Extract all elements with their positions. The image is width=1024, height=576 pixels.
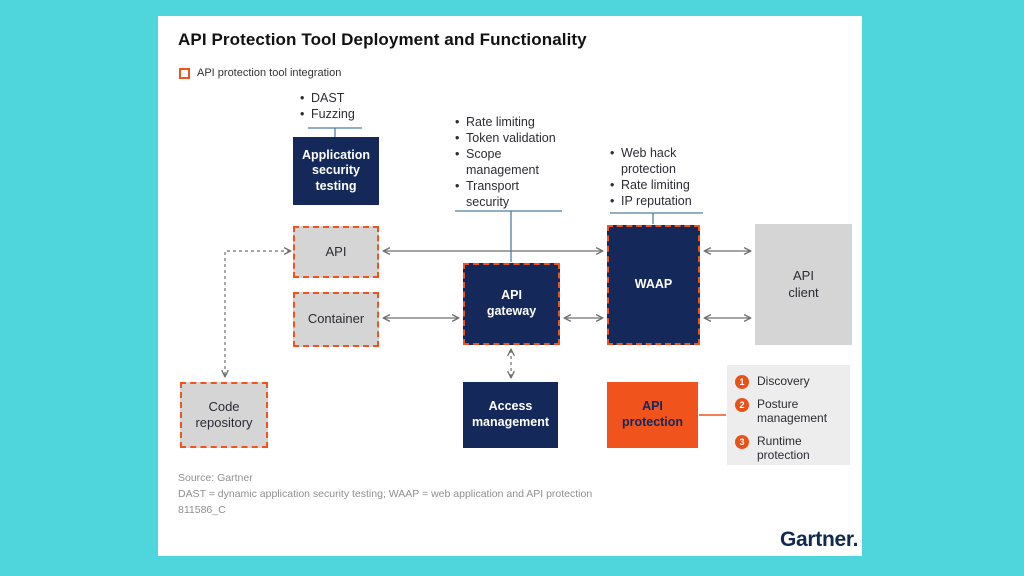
bullet-item: Rate limiting [610,177,710,193]
bullet-item: Token validation [455,130,559,146]
step-discovery: 1 Discovery [735,374,842,389]
waap-bullet-list: Web hack protection Rate limiting IP rep… [610,145,710,209]
bullet-item: Web hack protection [610,145,710,177]
step-number-badge: 3 [735,434,749,449]
bullet-item: DAST [300,90,390,106]
step-label: Runtime protection [757,433,810,463]
step-number-badge: 2 [735,398,749,412]
footer-notes: Source: Gartner DAST = dynamic applicati… [178,470,592,518]
protection-steps-panel: 1 Discovery 2 Posture management 3 Runti… [727,365,850,465]
step-label: Posture management [757,397,828,426]
bullet-item: IP reputation [610,193,710,209]
bullet-item: Transport security [455,178,559,210]
bullet-item: Fuzzing [300,106,390,122]
node-code-repository: Code repository [180,382,268,448]
step-posture-management: 2 Posture management [735,397,842,426]
abbreviation-line: DAST = dynamic application security test… [178,488,593,500]
appsec-bullet-list: DAST Fuzzing [300,90,390,122]
bullet-item: Rate limiting [455,114,559,130]
bullet-item: Scope management [455,146,559,178]
step-runtime-protection: 3 Runtime protection [735,434,842,463]
node-access-management: Access management [463,382,558,448]
legend-label: API protection tool integration [197,67,342,79]
document-id: 811586_C [178,504,226,516]
gateway-bullet-list: Rate limiting Token validation Scope man… [455,114,559,210]
node-waap: WAAP [607,225,700,345]
node-application-security-testing: Application security testing [293,137,379,205]
gartner-logo: Gartner. [780,528,859,551]
step-label: Discovery [757,374,810,388]
step-number-badge: 1 [735,375,749,389]
node-api-gateway: API gateway [463,263,560,345]
legend: API protection tool integration [179,67,341,79]
source-line: Source: Gartner [178,472,253,484]
dashed-box-legend-icon [179,67,190,79]
node-api: API [293,226,379,278]
node-api-client: API client [755,224,852,345]
node-container: Container [293,292,379,347]
page-title: API Protection Tool Deployment and Funct… [178,30,587,49]
node-api-protection: API protection [607,382,698,448]
